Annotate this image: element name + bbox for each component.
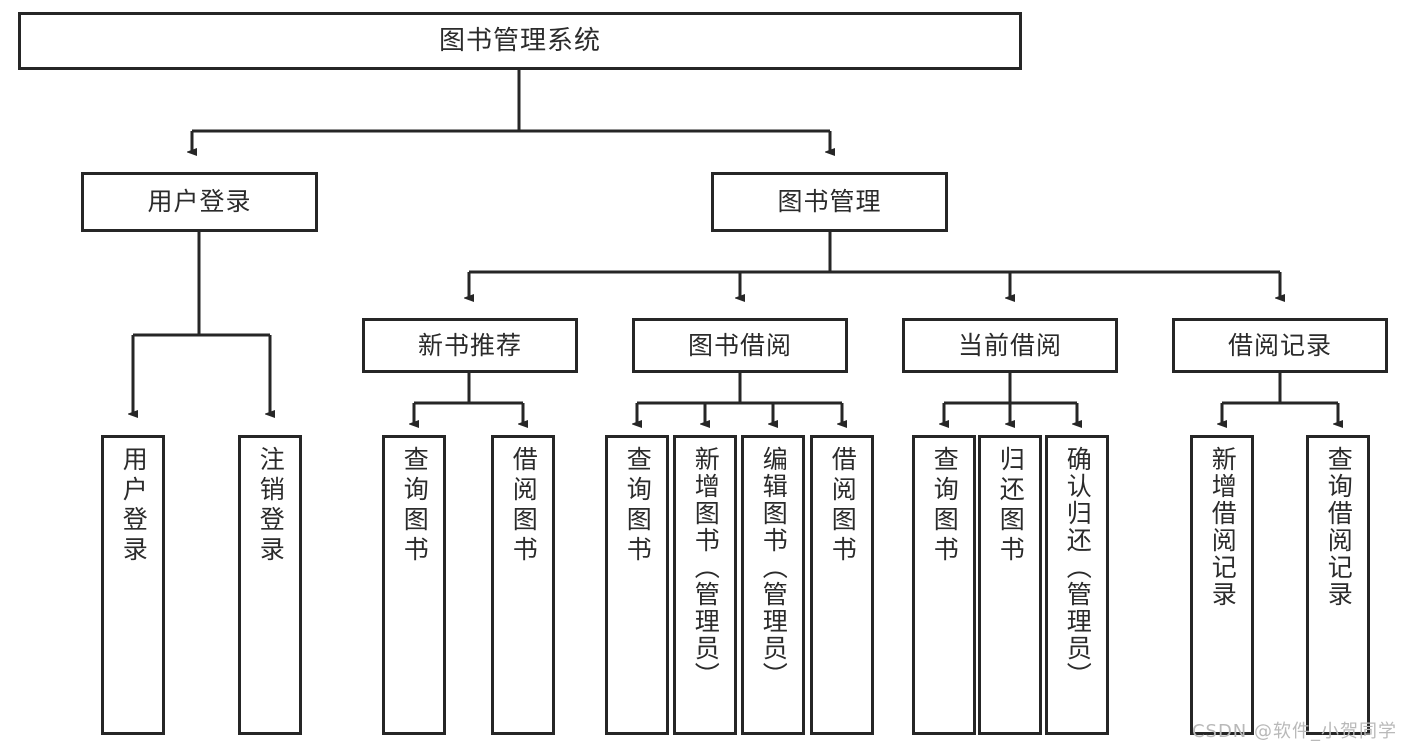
leaf-user-login[interactable]: 用户登录 (101, 435, 165, 735)
node-borrow-record[interactable]: 借阅记录 (1172, 318, 1388, 373)
leaf-logout[interactable]: 注销登录 (238, 435, 302, 735)
leaf-borrowrecord-query-record[interactable]: 查询借阅记录 (1306, 435, 1370, 735)
leaf-borrowrecord-add-record-label: 新增借阅记录 (1208, 446, 1238, 608)
node-new-book-recommend[interactable]: 新书推荐 (362, 318, 578, 373)
node-borrow-record-label: 借阅记录 (1227, 330, 1332, 360)
leaf-logout-label: 注销登录 (256, 446, 286, 566)
node-book-manage[interactable]: 图书管理 (711, 172, 948, 232)
leaf-bookborrow-borrow-book[interactable]: 借阅图书 (810, 435, 874, 735)
leaf-bookborrow-add-book-label: 新增图书（管理员） (691, 446, 721, 689)
node-user-login-label: 用户登录 (147, 187, 252, 217)
leaf-newbook-query-book[interactable]: 查询图书 (382, 435, 446, 735)
leaf-bookborrow-query-book-label: 查询图书 (623, 446, 653, 566)
leaf-currentborrow-confirm-return[interactable]: 确认归还（管理员） (1045, 435, 1109, 735)
leaf-bookborrow-edit-book[interactable]: 编辑图书（管理员） (741, 435, 805, 735)
node-book-manage-label: 图书管理 (777, 187, 882, 217)
leaf-newbook-borrow-book[interactable]: 借阅图书 (491, 435, 555, 735)
leaf-bookborrow-edit-book-label: 编辑图书（管理员） (759, 446, 789, 689)
node-root[interactable]: 图书管理系统 (18, 12, 1022, 70)
leaf-borrowrecord-add-record[interactable]: 新增借阅记录 (1190, 435, 1254, 735)
leaf-borrowrecord-query-record-label: 查询借阅记录 (1324, 446, 1354, 608)
leaf-bookborrow-borrow-book-label: 借阅图书 (828, 446, 858, 566)
node-book-borrow[interactable]: 图书借阅 (632, 318, 848, 373)
leaf-newbook-borrow-book-label: 借阅图书 (509, 446, 539, 566)
leaf-user-login-label: 用户登录 (119, 446, 149, 566)
leaf-currentborrow-return-book-label: 归还图书 (996, 446, 1026, 566)
node-book-borrow-label: 图书借阅 (687, 330, 792, 360)
leaf-currentborrow-return-book[interactable]: 归还图书 (978, 435, 1042, 735)
csdn-watermark: CSDN @软件_小贺同学 (1191, 721, 1397, 742)
leaf-newbook-query-book-label: 查询图书 (400, 446, 430, 566)
leaf-currentborrow-query-book-label: 查询图书 (930, 446, 960, 566)
leaf-bookborrow-add-book[interactable]: 新增图书（管理员） (673, 435, 737, 735)
node-user-login[interactable]: 用户登录 (81, 172, 318, 232)
leaf-currentborrow-confirm-return-label: 确认归还（管理员） (1063, 446, 1093, 689)
leaf-bookborrow-query-book[interactable]: 查询图书 (605, 435, 669, 735)
node-current-borrow-label: 当前借阅 (957, 330, 1062, 360)
node-root-label: 图书管理系统 (438, 25, 601, 56)
leaf-currentborrow-query-book[interactable]: 查询图书 (912, 435, 976, 735)
node-current-borrow[interactable]: 当前借阅 (902, 318, 1118, 373)
node-new-book-recommend-label: 新书推荐 (417, 330, 522, 360)
